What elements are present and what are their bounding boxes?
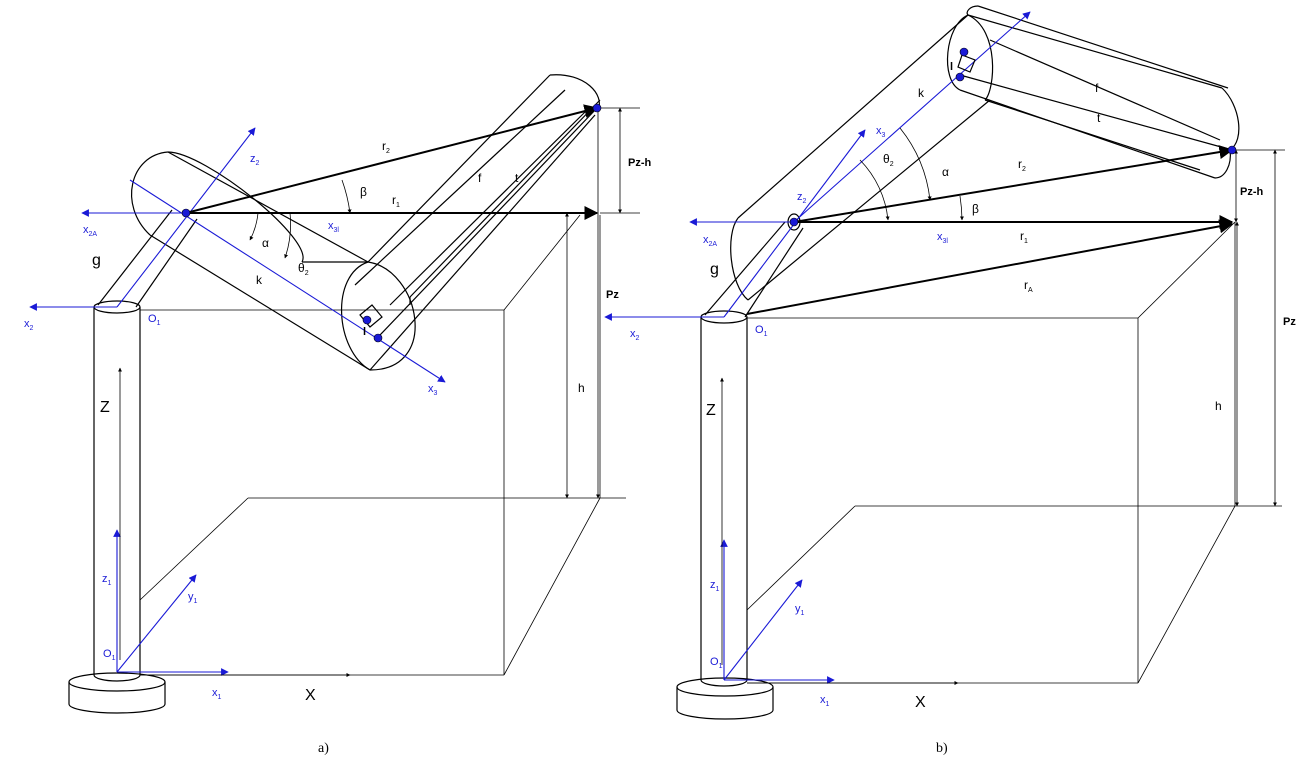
label-z2-b: z2 (797, 191, 807, 205)
label-x3l-a: x3l (328, 220, 339, 234)
label-g-a: g (92, 252, 101, 269)
label-O1-base-b: O1 (710, 656, 723, 670)
workspace-box-a (139, 214, 626, 676)
panel-b: l k f t x3 θ2 α r2 z2 β x2A x3l r1 g rA … (604, 5, 1296, 756)
label-k-a: k (256, 273, 263, 287)
label-y1-a: y1 (188, 591, 198, 605)
label-f-a: f (478, 171, 482, 185)
label-pz-b: Pz (1283, 316, 1296, 328)
label-x2A-b: x2A (703, 234, 717, 248)
workspace-box-b (746, 221, 1282, 684)
alpha-arc-a (249, 212, 259, 241)
z2-axis-a (116, 127, 256, 308)
upper-arm-a (131, 151, 371, 371)
panel-a: z2 x2A g x2 O1 r2 β r1 x3l α θ2 k f t l … (24, 74, 652, 756)
upper-arm-b (730, 14, 994, 301)
label-x3-a: x3 (428, 383, 438, 397)
label-x1-a: x1 (212, 687, 222, 701)
label-alpha-b: α (942, 165, 949, 179)
label-h-a: h (578, 381, 585, 395)
label-x2A-a: x2A (83, 224, 97, 238)
forearm-a (340, 74, 601, 371)
link-g-a (97, 209, 198, 308)
axes-b (604, 11, 1031, 684)
label-x3l-b: x3l (937, 231, 948, 245)
y1-axis-a (116, 574, 197, 673)
rA-vector-b (746, 219, 1234, 315)
caption-a: a) (318, 741, 329, 756)
t-line-a (379, 107, 598, 336)
label-theta2-a: θ2 (298, 261, 309, 277)
l-dot-lower-a (373, 333, 383, 343)
beta-arc-a (341, 179, 352, 214)
joint-dot-b (789, 217, 799, 227)
l-dot-upper-b (959, 47, 969, 57)
label-pzh-b: Pz-h (1240, 186, 1264, 198)
y1-axis-b (723, 579, 803, 681)
label-Z-a: Z (100, 399, 110, 416)
label-r2-a: r2 (382, 139, 390, 155)
r2-vector-a (185, 104, 599, 214)
label-Z-b: Z (706, 402, 716, 419)
joint-dot-a (181, 208, 191, 218)
x3-axis-a (129, 179, 446, 383)
label-z1-a: z1 (102, 573, 112, 587)
alpha-arc-b (899, 127, 932, 201)
label-beta-a: β (360, 185, 367, 199)
label-t-a: t (515, 171, 519, 185)
link-g-b (704, 213, 804, 318)
label-rA-b: rA (1024, 278, 1033, 294)
label-t-b: t (1097, 111, 1101, 125)
label-pz-a: Pz (606, 289, 619, 301)
vectors-a (118, 104, 640, 677)
vectors-b (720, 54, 1285, 685)
theta2-arc-b (859, 159, 890, 221)
beta-arc-b (959, 195, 964, 221)
label-x3-b: x3 (876, 125, 886, 139)
theta2-arc-a (284, 212, 291, 259)
label-l-a: l (363, 326, 366, 338)
label-O1-base-a: O1 (103, 648, 116, 662)
l-dot-upper-a (362, 315, 372, 325)
endpoint-dot-a (592, 103, 602, 113)
label-O1-top-b: O1 (755, 324, 768, 338)
label-h-b: h (1215, 399, 1222, 413)
label-g-b: g (710, 261, 719, 278)
label-k-b: k (918, 86, 925, 100)
forearm-b (959, 5, 1240, 179)
base-cylinder-b (676, 677, 774, 720)
label-r1-b: r1 (1020, 229, 1028, 245)
label-beta-b: β (972, 202, 979, 216)
label-alpha-a: α (262, 236, 269, 250)
column-b (700, 310, 748, 687)
right-angle-marker-a (359, 304, 383, 328)
endpoint-dot-b (1227, 145, 1237, 155)
label-r1-a: r1 (392, 193, 400, 209)
label-y1-b: y1 (795, 603, 805, 617)
label-x2-a: x2 (24, 318, 34, 332)
base-cylinder-a (68, 672, 166, 714)
l-dot-lower-b (955, 72, 965, 82)
label-f-b: f (1095, 81, 1099, 95)
axes-a (29, 127, 446, 676)
label-x2-b: x2 (630, 328, 640, 342)
label-pzh-a: Pz-h (628, 157, 652, 169)
r2-vector-b (793, 145, 1234, 223)
label-O1-top-a: O1 (148, 313, 161, 327)
label-theta2-b: θ2 (883, 152, 894, 168)
caption-b: b) (936, 741, 948, 756)
label-z1-b: z1 (710, 579, 720, 593)
label-l-b: l (950, 61, 953, 73)
label-X-a: X (305, 687, 316, 704)
label-r2-b: r2 (1018, 157, 1026, 173)
x3-axis-b (793, 11, 1031, 223)
label-X-b: X (915, 694, 926, 711)
right-angle-marker-b (957, 54, 976, 73)
label-x1-b: x1 (820, 694, 830, 708)
label-z2-a: z2 (250, 153, 260, 167)
t-line-b (959, 74, 1233, 151)
